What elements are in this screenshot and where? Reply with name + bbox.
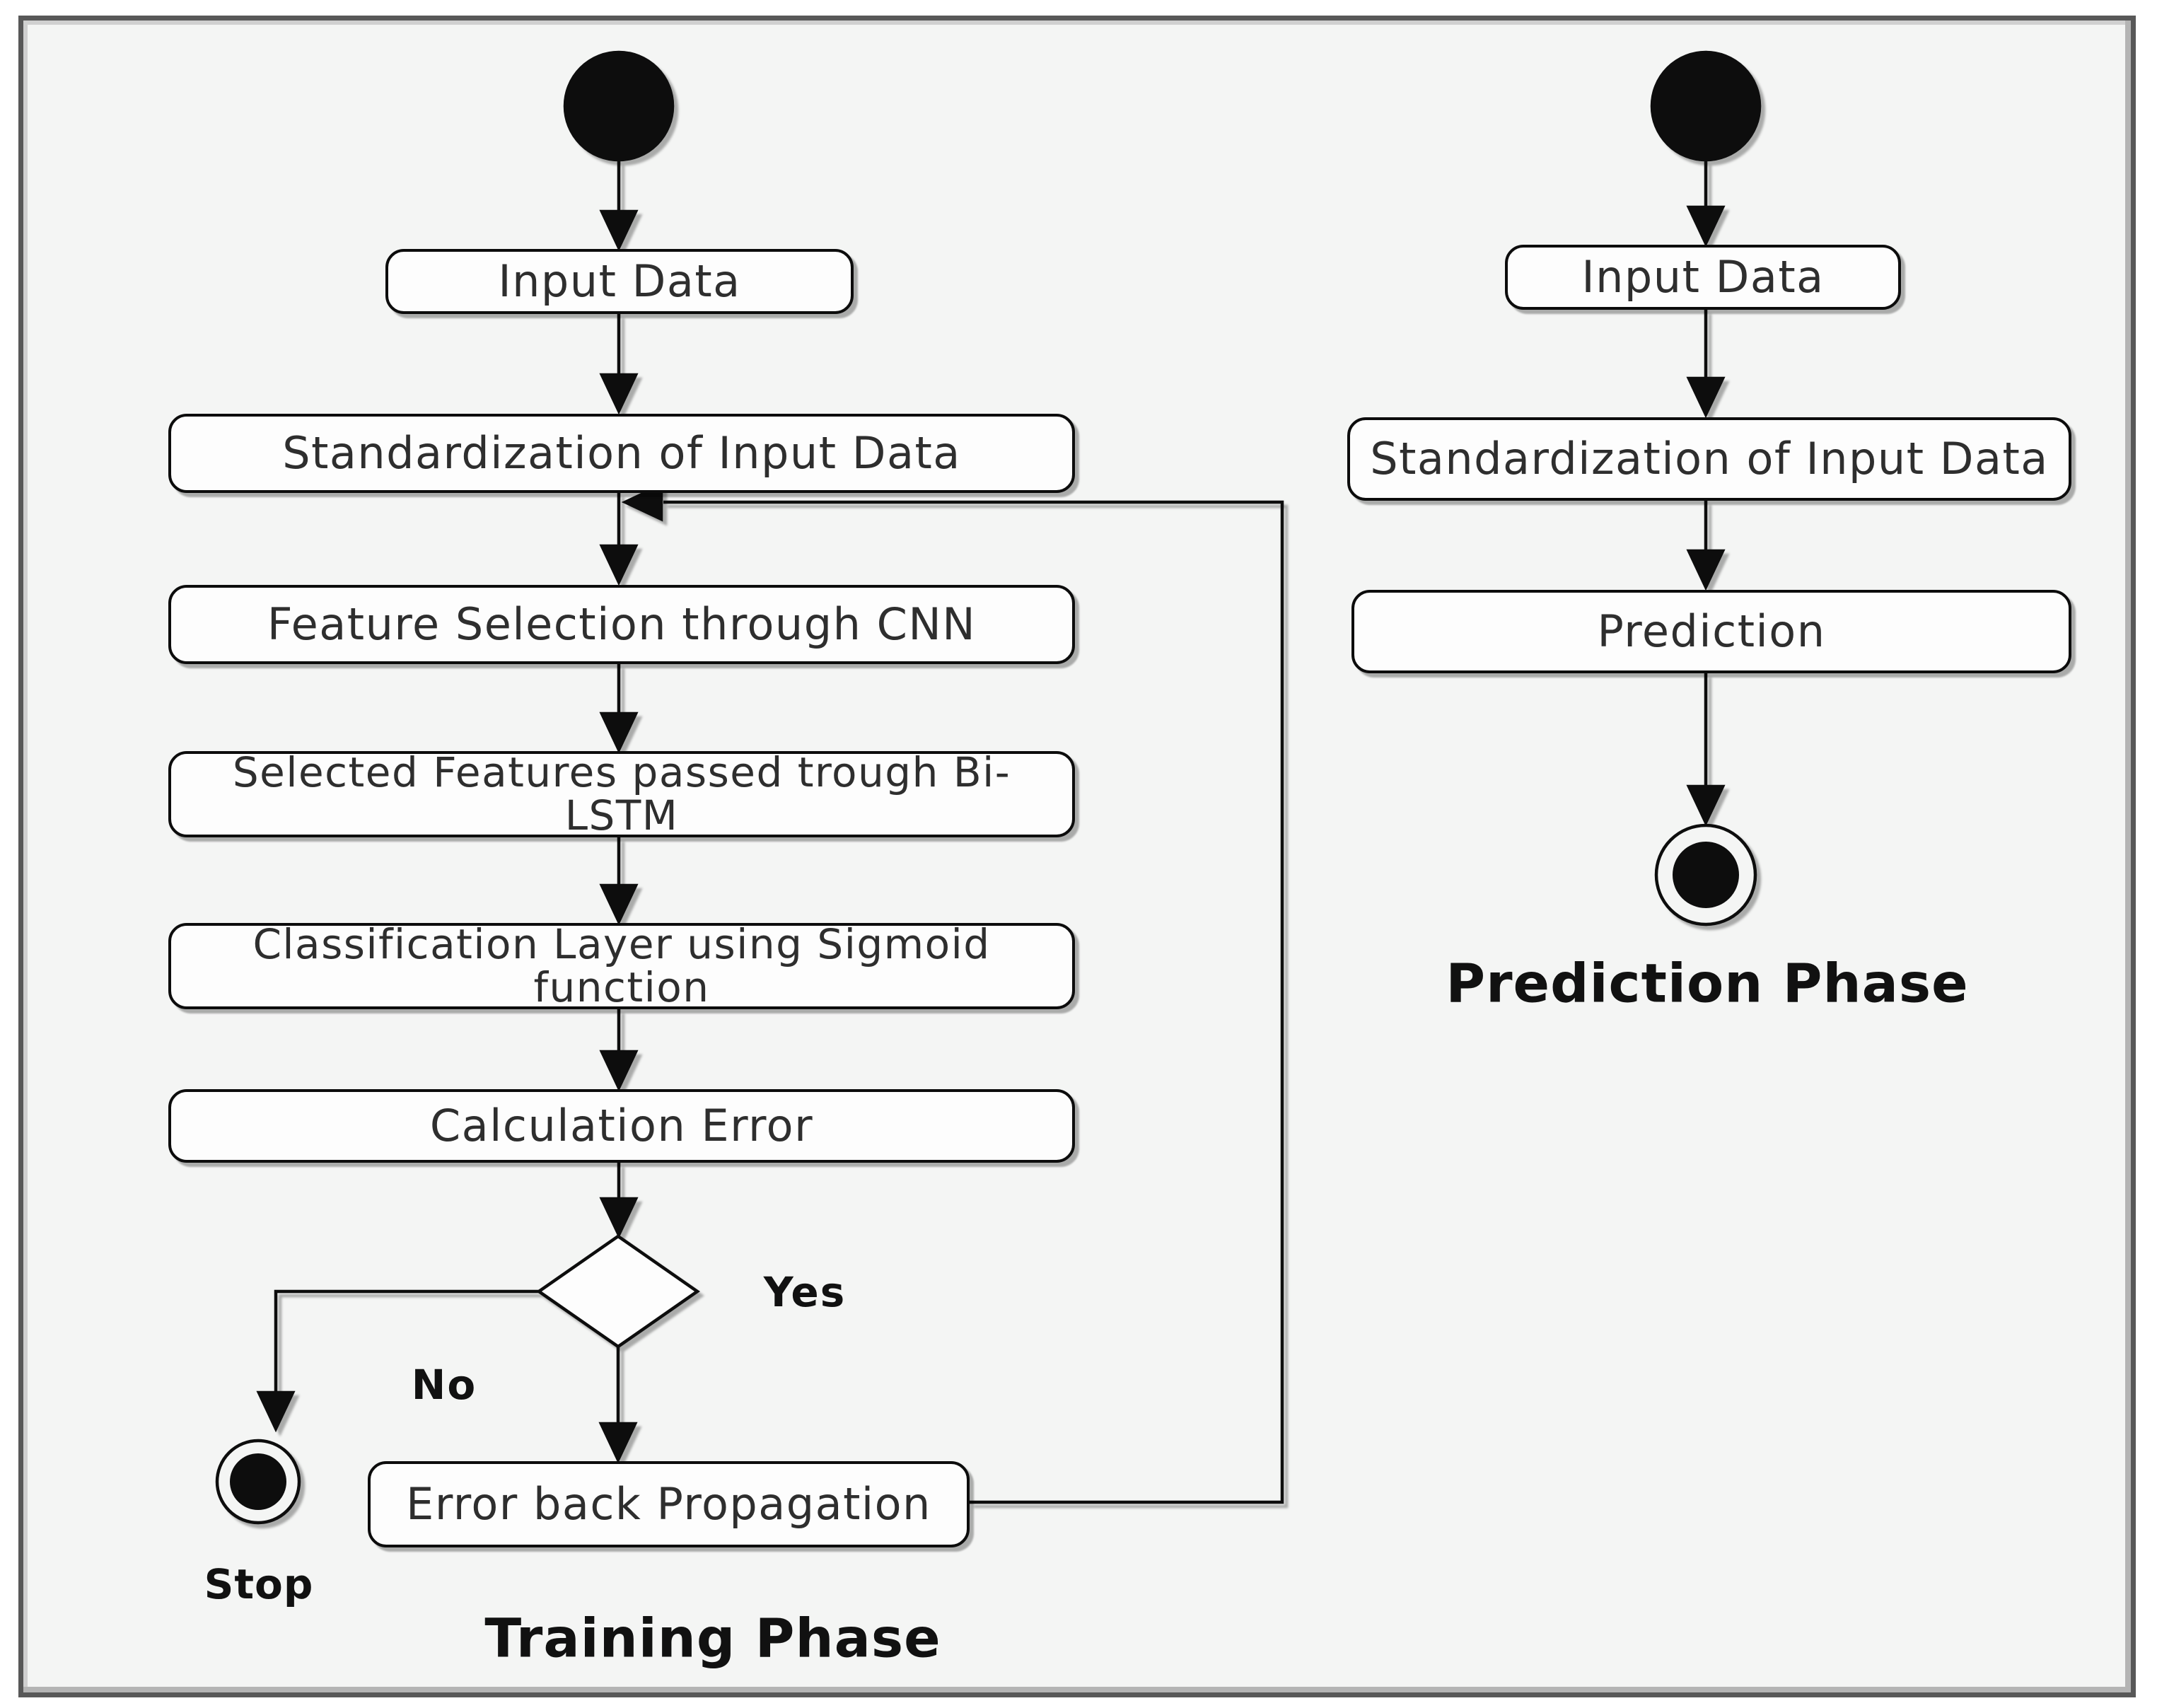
arrowhead-icon [621, 482, 663, 522]
arrowhead-icon [599, 209, 639, 252]
no-branch-line [274, 1289, 539, 1395]
arrowhead-icon [598, 1422, 638, 1464]
label-yes: Yes [763, 1268, 847, 1316]
activity-calculation-error: Calculation Error [168, 1089, 1075, 1163]
arrowhead-icon [599, 1050, 639, 1092]
arrowhead-icon [599, 883, 639, 926]
arrowhead-icon [256, 1390, 296, 1433]
arrowhead-icon [1686, 205, 1726, 248]
activity-feature-selection-cnn: Feature Selection through CNN [168, 585, 1075, 664]
arrowhead-icon [599, 711, 639, 754]
decision-diamond [536, 1234, 700, 1349]
start-node-training [563, 50, 675, 162]
activity-classification-sigmoid: Classification Layer using Sigmoid funct… [168, 923, 1075, 1009]
activity-error-back-propagation: Error back Propagation [368, 1461, 970, 1547]
end-node-prediction-inner [1673, 842, 1739, 908]
arrowhead-icon [599, 373, 639, 415]
arrowhead-icon [1686, 784, 1726, 827]
label-no: No [411, 1361, 477, 1409]
activity-input-data-training: Input Data [385, 249, 854, 314]
label-prediction-phase: Prediction Phase [1446, 951, 1969, 1015]
stop-node-inner [230, 1453, 286, 1510]
feedback-loop-line [663, 500, 1284, 1504]
label-stop: Stop [204, 1560, 314, 1608]
arrowhead-icon [1686, 549, 1726, 591]
activity-prediction: Prediction [1351, 590, 2071, 673]
activity-standardization-prediction: Standardization of Input Data [1347, 417, 2071, 501]
label-training-phase: Training Phase [484, 1606, 941, 1670]
arrowhead-icon [599, 544, 639, 586]
arrowhead-icon [599, 1197, 639, 1239]
activity-standardization-training: Standardization of Input Data [168, 414, 1075, 493]
activity-bilstm: Selected Features passed trough Bi- LSTM [168, 751, 1075, 837]
arrowhead-icon [1686, 376, 1726, 419]
activity-input-data-prediction: Input Data [1505, 245, 1901, 310]
start-node-prediction [1650, 50, 1762, 162]
